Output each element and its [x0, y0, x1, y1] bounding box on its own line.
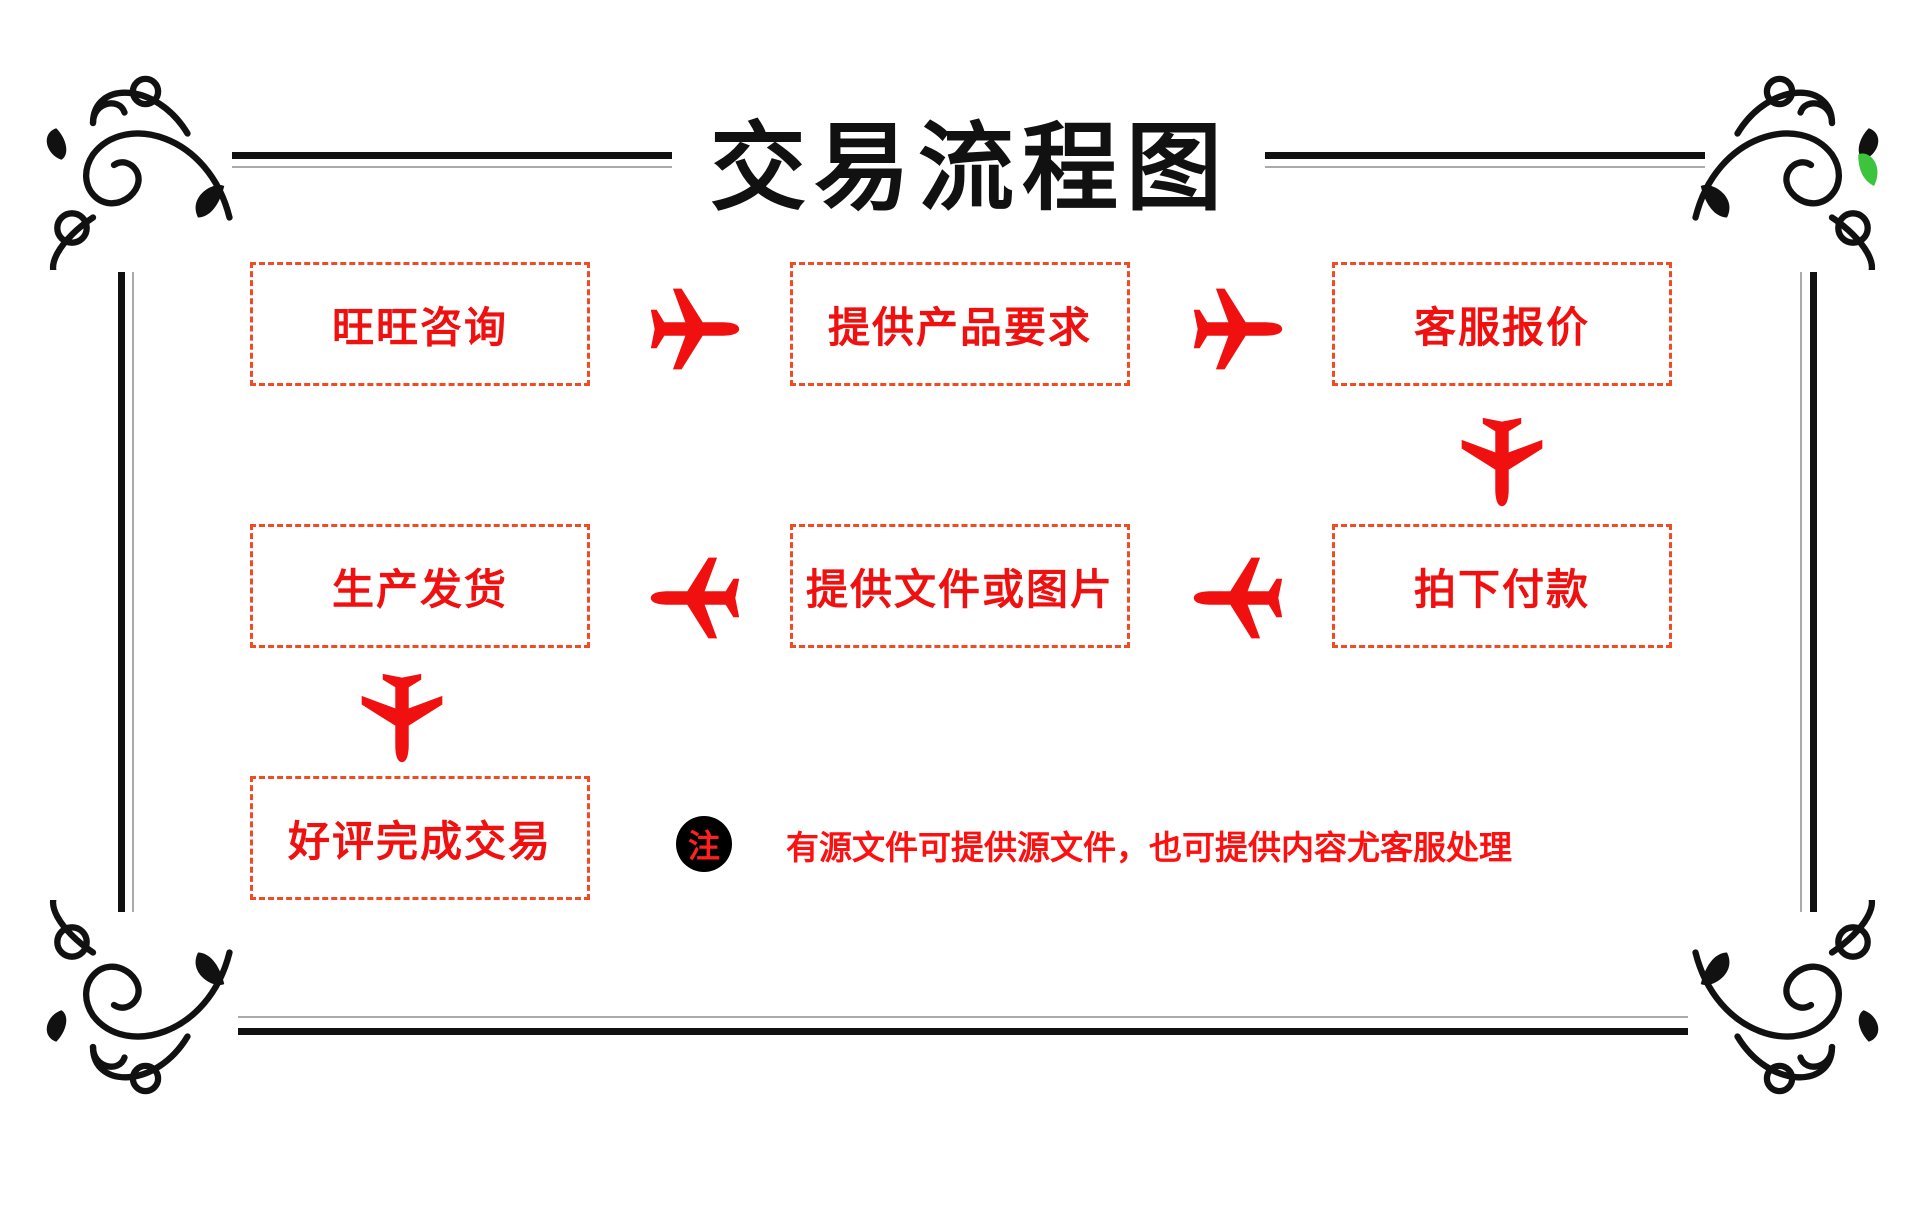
- step-box-provide-files: 提供文件或图片: [790, 524, 1130, 648]
- frame-bottom-line: [238, 1028, 1688, 1035]
- page-title: 交易流程图: [710, 111, 1230, 224]
- airplane-icon: [1461, 417, 1543, 507]
- frame-top-right-line-thin: [1265, 166, 1705, 168]
- swirl-ornament-icon: [46, 900, 233, 1095]
- airplane-icon: [650, 557, 740, 639]
- swirl-ornament-icon: [46, 75, 233, 270]
- step-box-product-requirements: 提供产品要求: [790, 262, 1130, 386]
- step-box-wangwang-consult: 旺旺咨询: [250, 262, 590, 386]
- airplane-icon: [1193, 288, 1283, 370]
- frame-top-left-line-thin: [232, 166, 672, 168]
- frame-top-left-line: [232, 152, 672, 159]
- swirl-ornament-icon: [1692, 900, 1879, 1095]
- frame-bottom-line-thin: [238, 1016, 1688, 1018]
- frame-left-line: [118, 272, 125, 912]
- step-box-quotation: 客服报价: [1332, 262, 1672, 386]
- airplane-icon: [1193, 557, 1283, 639]
- frame-right-line-thin: [1800, 272, 1802, 912]
- step-box-payment: 拍下付款: [1332, 524, 1672, 648]
- swirl-ornament-icon: [1692, 75, 1879, 270]
- frame-top-right-line: [1265, 152, 1705, 159]
- note-badge: 注: [676, 816, 732, 872]
- step-box-review-complete: 好评完成交易: [250, 776, 590, 900]
- airplane-icon: [650, 288, 740, 370]
- frame-right-line: [1810, 272, 1817, 912]
- frame-left-line-thin: [132, 272, 134, 912]
- airplane-icon: [361, 673, 443, 763]
- note-text: 有源文件可提供源文件，也可提供内容尤客服处理: [786, 828, 1512, 867]
- step-box-production-shipping: 生产发货: [250, 524, 590, 648]
